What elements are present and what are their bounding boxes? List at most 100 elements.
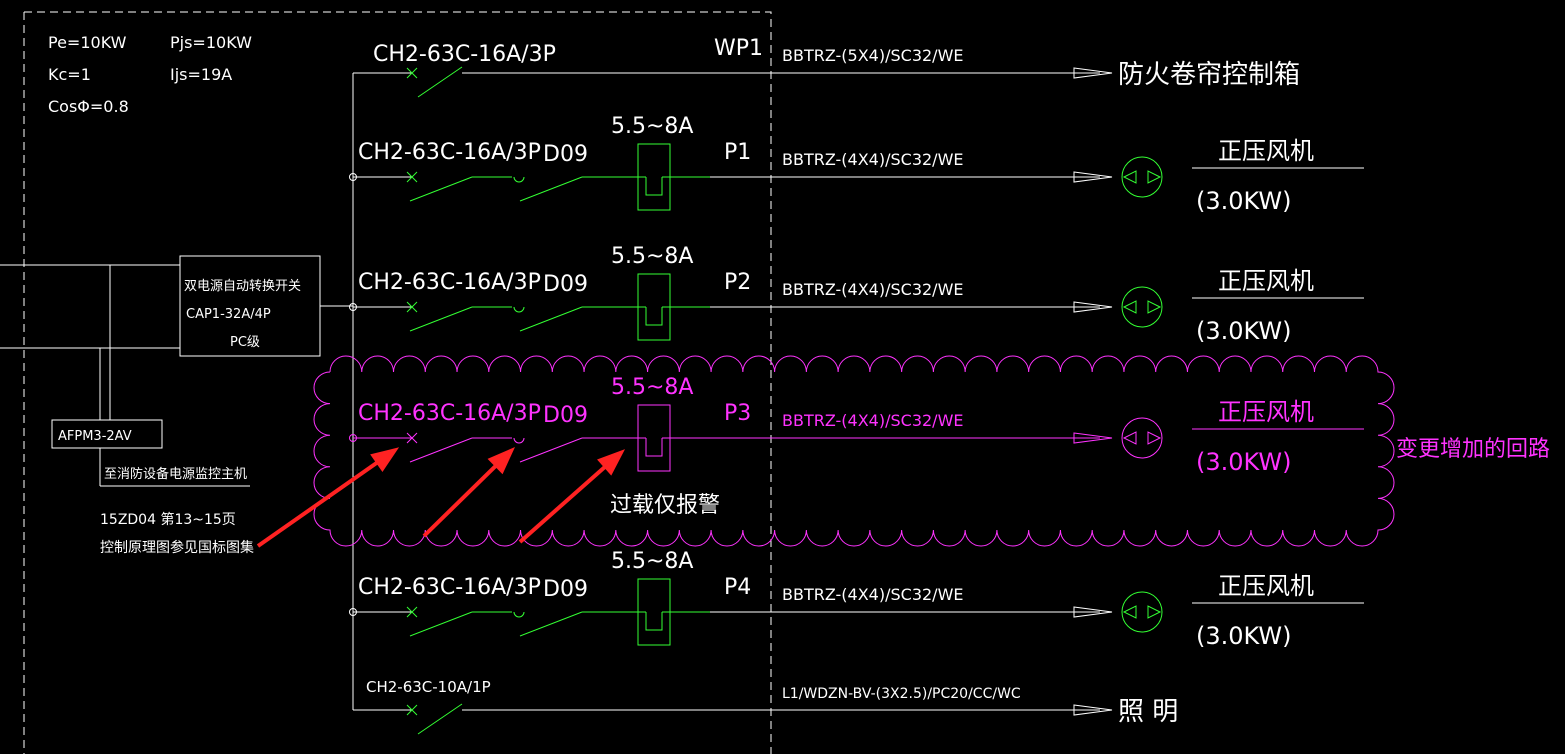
fan-icon	[1121, 286, 1163, 328]
circuits: CH2-63C-16A/3P BBTRZ-(5X4)/SC32/WE WP1 防火卷帘…	[349, 36, 1364, 735]
line-arrow-icon	[1073, 301, 1113, 313]
breaker-mark	[406, 301, 418, 313]
monitor-label: 至消防设备电源监控主机	[104, 466, 247, 482]
red-arrowhead-icon	[370, 447, 400, 472]
contactor-mark	[513, 306, 525, 313]
circuit-p3: 5.5~8A D09 正压风机 (3.0KW) CH2-63C-16A/3P BBTRZ-…	[349, 375, 1364, 476]
cable-spec: BBTRZ-(4X4)/SC32/WE	[782, 150, 964, 169]
contactor-blade	[519, 306, 583, 332]
bus-tap	[349, 303, 357, 311]
contactor-blade	[519, 176, 583, 202]
control-note: 控制原理图参见国标图集	[100, 539, 254, 556]
fan-blade-icon	[1122, 170, 1162, 184]
breaker-mark	[406, 606, 418, 618]
cable-spec: L1/WDZN-BV-(3X2.5)/PC20/CC/WC	[782, 686, 1021, 702]
load-power: (3.0KW)	[1196, 187, 1292, 215]
red-arrowhead-icon	[487, 447, 515, 475]
fan-blade-icon	[1122, 300, 1162, 314]
relay-rating: 5.5~8A	[611, 549, 693, 574]
breaker-blade	[409, 611, 473, 637]
breaker-blade	[409, 437, 473, 463]
cable-spec: BBTRZ-(5X4)/SC32/WE	[782, 46, 964, 65]
fan-blade-icon	[1122, 431, 1162, 445]
contactor-mark	[513, 176, 525, 183]
breaker-blade	[417, 66, 463, 98]
red-arrow-3	[518, 465, 606, 544]
fan-icon	[1121, 417, 1163, 459]
load-name: 正压风机	[1218, 398, 1314, 426]
load-name: 正压风机	[1218, 137, 1314, 165]
monitor-model: AFPM3-2AV	[58, 429, 132, 444]
cable-spec: BBTRZ-(4X4)/SC32/WE	[782, 585, 964, 604]
line-arrow-icon	[1073, 171, 1113, 183]
breaker-model: CH2-63C-16A/3P	[358, 401, 541, 426]
breaker-model: CH2-63C-10A/1P	[366, 678, 491, 696]
line-arrow-icon	[1073, 704, 1113, 716]
drawing-reference: 15ZD04 第13~15页	[100, 511, 236, 528]
breaker-mark	[406, 432, 418, 444]
breaker-model: CH2-63C-16A/3P	[358, 575, 541, 600]
load-name: 防火卷帘控制箱	[1118, 60, 1300, 90]
breaker-model: CH2-63C-16A/3P	[358, 270, 541, 295]
load-power: (3.0KW)	[1196, 448, 1292, 476]
circuit-id: P2	[724, 270, 751, 295]
bus-tap	[349, 173, 357, 181]
param-cos: CosΦ=0.8	[48, 97, 129, 116]
circuit-id: P1	[724, 140, 751, 165]
panel-boundary	[23, 11, 772, 754]
load-power: (3.0KW)	[1196, 622, 1292, 650]
relay-element	[645, 612, 663, 631]
param-pe: Pe=10KW	[48, 33, 127, 52]
relay-element	[645, 307, 663, 326]
breaker-mark	[406, 67, 418, 79]
revision-cloud	[313, 355, 1395, 547]
relay-rating: 5.5~8A	[611, 375, 693, 400]
cable-spec: BBTRZ-(4X4)/SC32/WE	[782, 411, 964, 430]
contactor-model: D09	[543, 272, 588, 297]
cable-spec: BBTRZ-(4X4)/SC32/WE	[782, 280, 964, 299]
circuit-p2: 5.5~8A D09 正压风机 (3.0KW) CH2-63C-16A/3P BBTRZ-…	[349, 244, 1364, 345]
relay-rating: 5.5~8A	[611, 114, 693, 139]
load-power: (3.0KW)	[1196, 317, 1292, 345]
ats-label: 双电源自动转换开关	[184, 279, 301, 294]
fan-icon	[1121, 591, 1163, 633]
breaker-blade	[409, 176, 473, 202]
fan-icon	[1121, 156, 1163, 198]
load-name: 正压风机	[1218, 267, 1314, 295]
red-arrow-2	[422, 464, 497, 538]
contactor-mark	[513, 611, 525, 618]
contactor-model: D09	[543, 577, 588, 602]
overload-alarm-note: 过载仅报警	[610, 493, 720, 518]
circuit-p4: 5.5~8A D09 正压风机 (3.0KW) CH2-63C-16A/3P BBTRZ-…	[349, 549, 1364, 650]
line-arrow-icon	[1073, 67, 1113, 79]
circuit-lighting: CH2-63C-10A/1P L1/WDZN-BV-(3X2.5)/PC20/CC…	[353, 678, 1178, 735]
load-name: 照 明	[1118, 697, 1178, 727]
param-kc: Kc=1	[48, 65, 91, 84]
ats-class: PC级	[230, 335, 260, 350]
param-ijs: Ijs=19A	[170, 65, 232, 84]
breaker-mark	[406, 171, 418, 183]
bus-tap	[349, 608, 357, 616]
contactor-mark	[513, 437, 525, 444]
relay-rating: 5.5~8A	[611, 244, 693, 269]
contactor-model: D09	[543, 403, 588, 428]
monitor-box	[51, 419, 163, 449]
param-pjs: Pjs=10KW	[170, 33, 252, 52]
line-arrow-icon	[1073, 606, 1113, 618]
relay-element	[645, 438, 663, 457]
ats-model: CAP1-32A/4P	[186, 307, 271, 322]
circuit-p1: 5.5~8A D09 正压风机 (3.0KW) CH2-63C-16A/3P BBTRZ-…	[349, 114, 1364, 215]
contactor-model: D09	[543, 142, 588, 167]
breaker-blade	[417, 703, 463, 735]
red-arrow-1	[256, 461, 378, 548]
red-arrowhead-icon	[597, 449, 626, 476]
breaker-model: CH2-63C-16A/3P	[373, 42, 556, 67]
load-name: 正压风机	[1218, 572, 1314, 600]
circuit-id: WP1	[714, 36, 763, 61]
relay-element	[645, 177, 663, 196]
breaker-model: CH2-63C-16A/3P	[358, 140, 541, 165]
breaker-blade	[409, 306, 473, 332]
contactor-blade	[519, 611, 583, 637]
